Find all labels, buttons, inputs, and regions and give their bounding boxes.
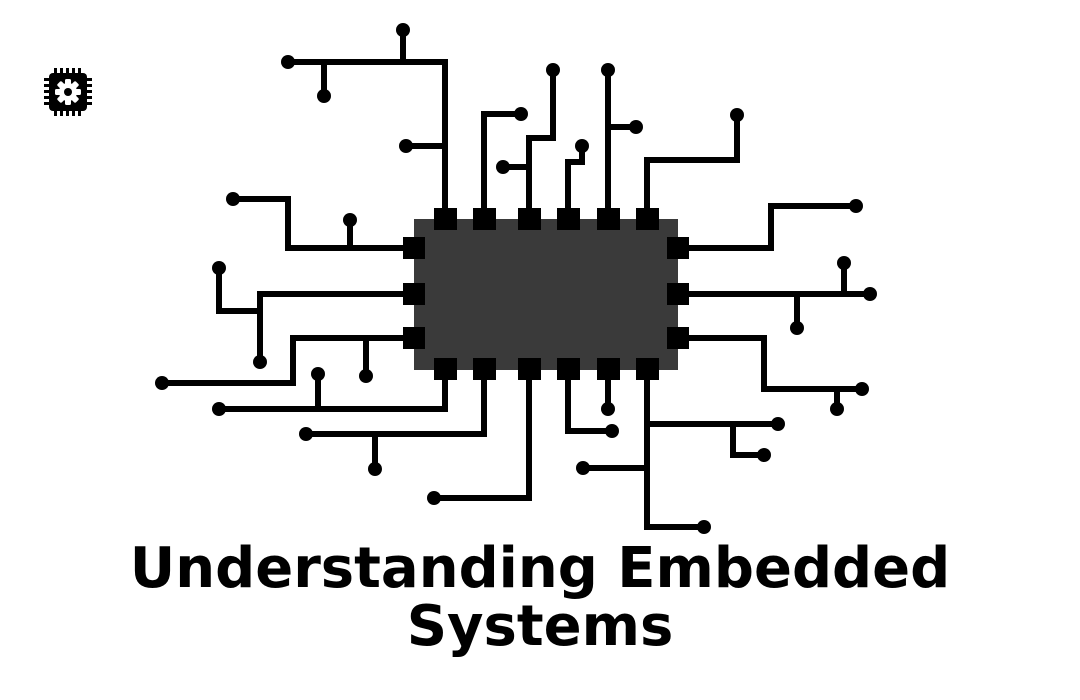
title-line-1: Understanding Embedded — [129, 536, 951, 601]
microchip-circuit-icon — [155, 23, 877, 534]
title-line-2: Systems — [406, 594, 674, 659]
page-title: Understanding Embedded Systems — [0, 540, 1080, 656]
microchip-gear-icon — [44, 68, 92, 116]
